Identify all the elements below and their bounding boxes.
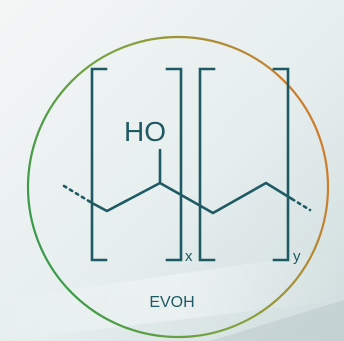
polymer-name: EVOH [149,294,195,311]
bracket-right-x [165,67,183,262]
bracket-left-x [90,67,108,262]
carbon-chain [90,181,294,215]
background-sheen [0,250,344,341]
chain-end-left [62,184,94,205]
chain-end-right [290,197,312,212]
bracket-right-y [272,67,290,262]
ring-circle [26,35,330,339]
background-shadow [210,300,344,341]
bracket-left-y [198,67,216,262]
hydroxyl-label: HO [124,116,166,147]
subscript-y: y [293,248,301,265]
subscript-x: x [185,248,193,265]
